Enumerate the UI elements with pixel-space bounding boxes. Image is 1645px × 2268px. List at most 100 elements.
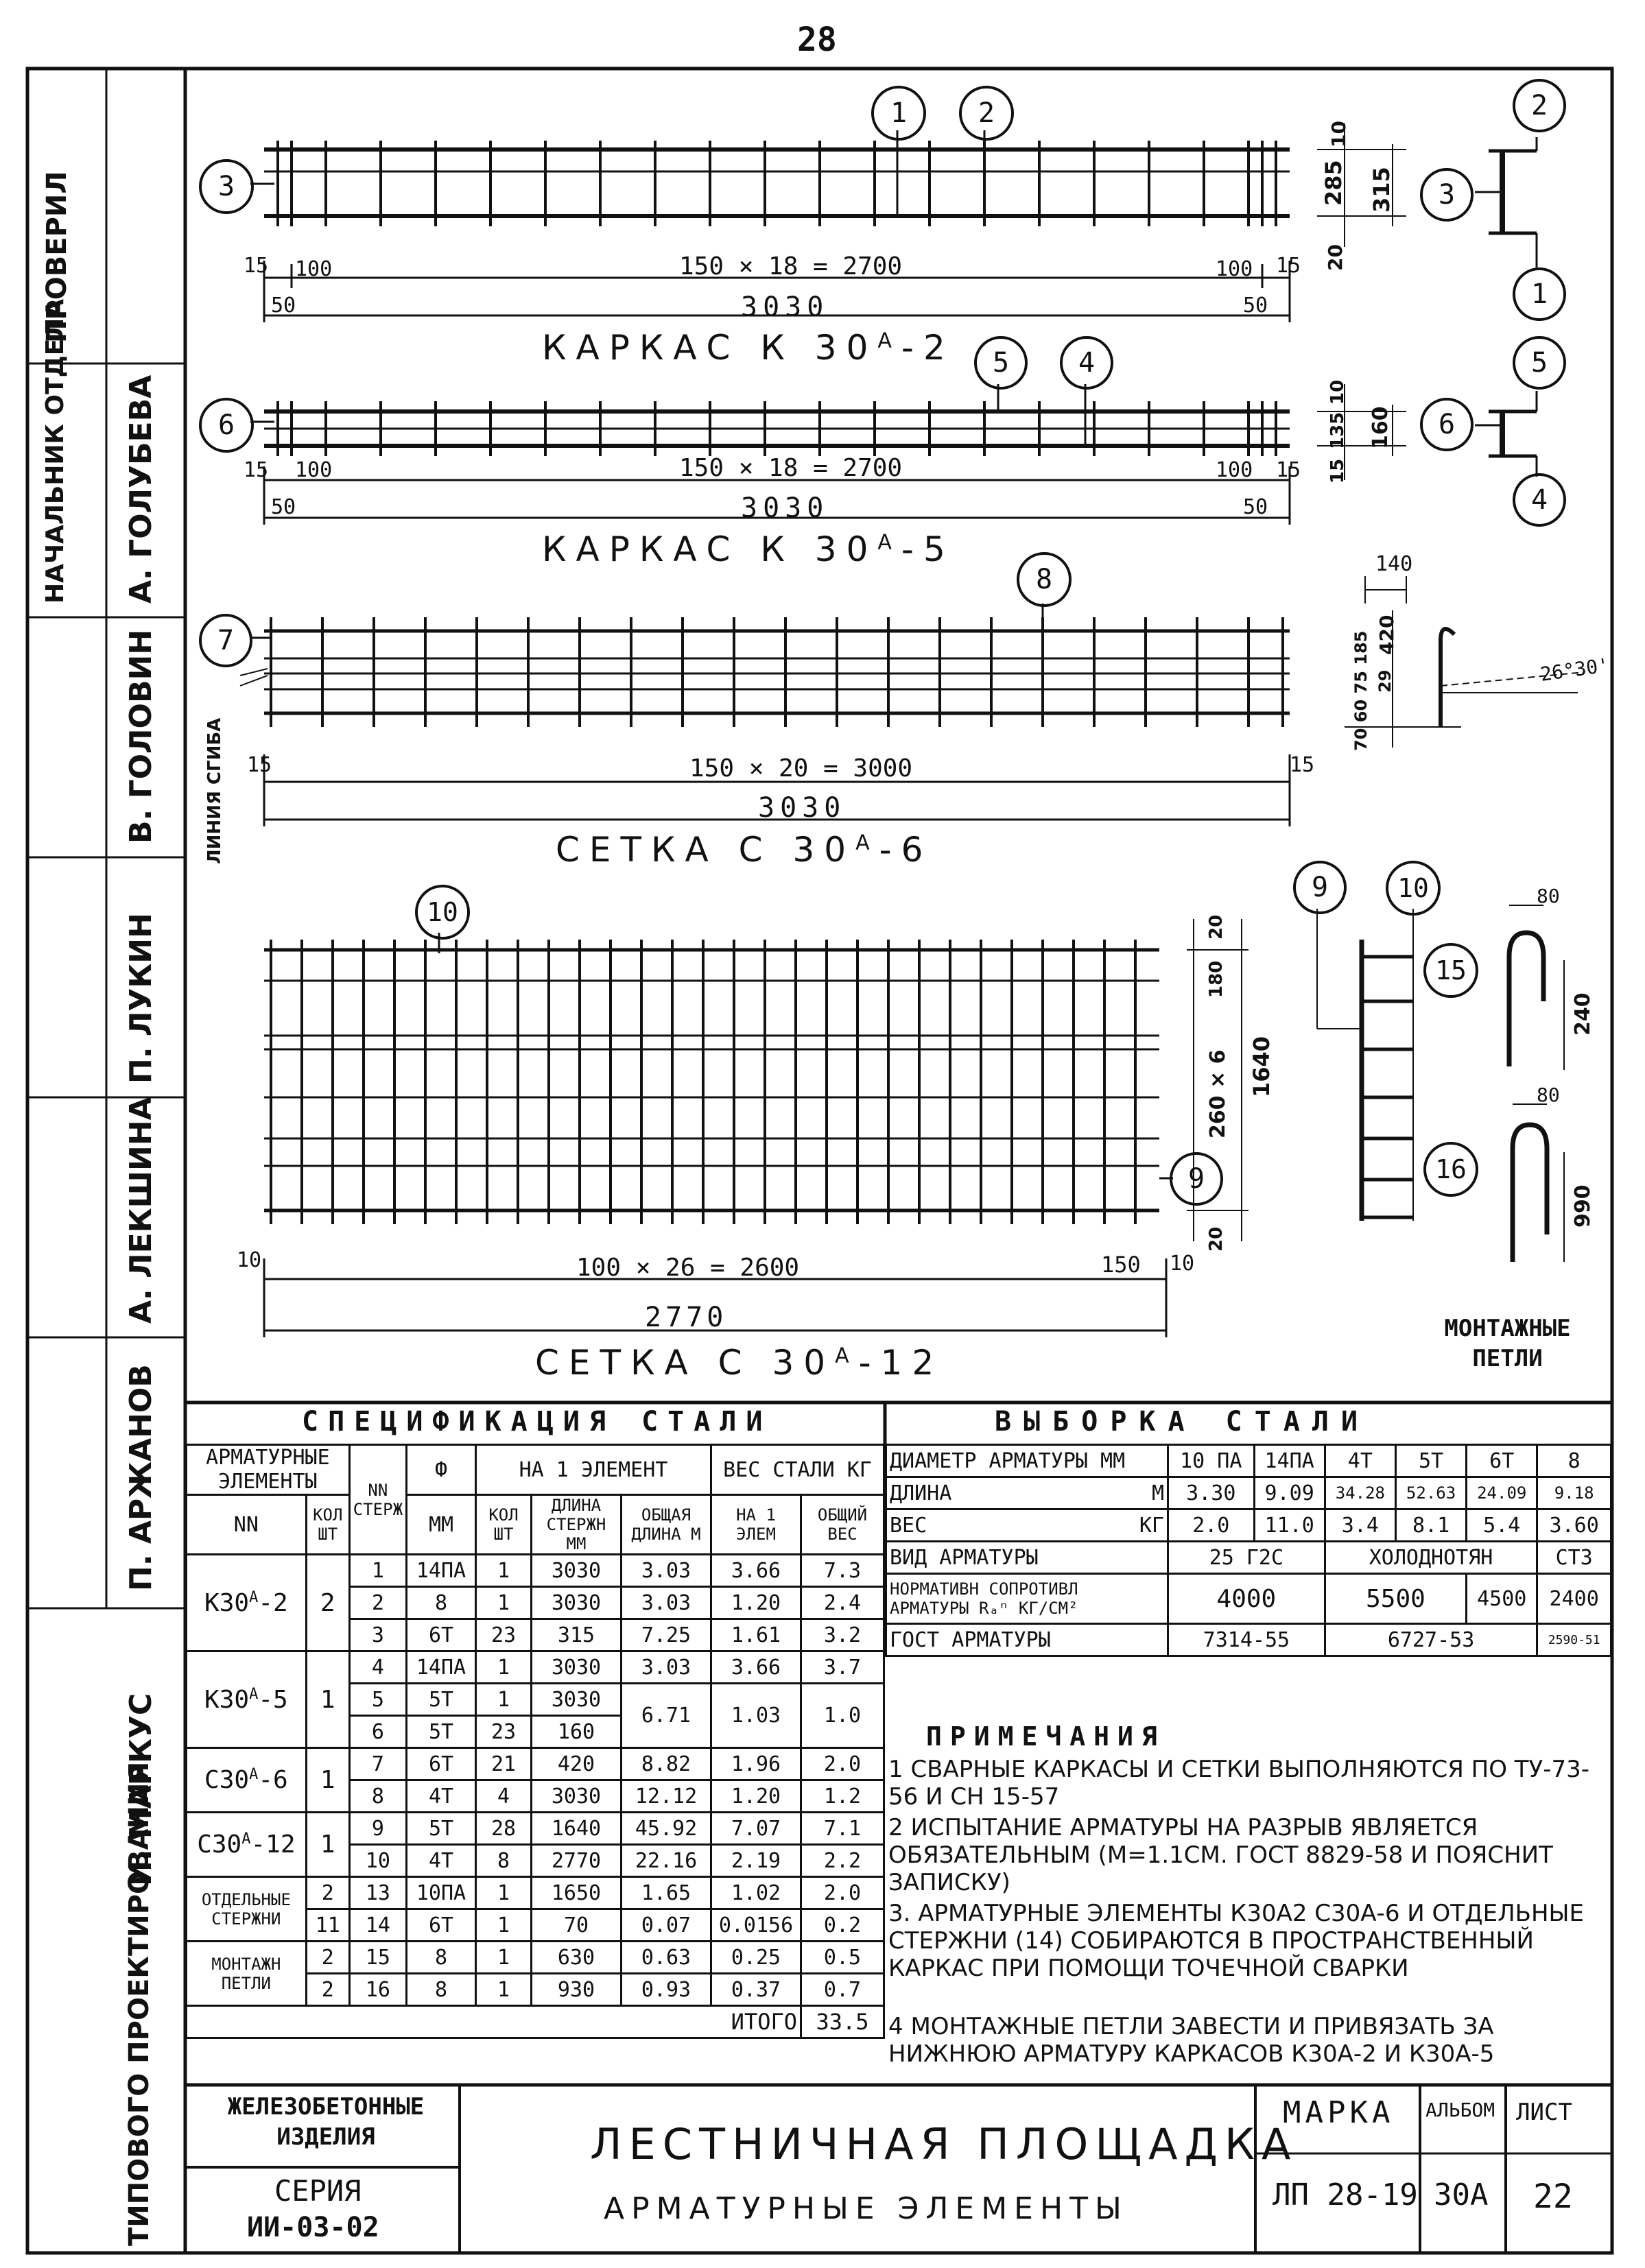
k2-section-bubble-2: 2: [1513, 79, 1566, 132]
spec-row-w-total: 0.5: [800, 1940, 885, 1974]
spec-row-dia: 6Т: [405, 1908, 477, 1942]
spec-group-k2-name: К30: [204, 1588, 250, 1617]
sel-dia: 6Т: [1465, 1444, 1539, 1478]
stamp-name-lekshina: А. ЛЕКШИНА: [123, 1097, 158, 1324]
spec-group-k2-suffix: -2: [258, 1588, 288, 1617]
spec-row-w-total: 2.4: [800, 1586, 885, 1620]
c6-dim-sub: 29: [1375, 669, 1395, 693]
k5-section-bubble-6: 6: [1420, 398, 1474, 451]
spec-h-total-length: ОБЩАЯ ДЛИНА М: [620, 1494, 712, 1555]
loop16-dim-len: 990: [1571, 1184, 1595, 1228]
spec-group-k5-qty: 1: [305, 1650, 351, 1749]
sel-weight-unit: КГ: [1139, 1513, 1164, 1538]
k5-title-suffix: -5: [901, 529, 955, 569]
sel-length-text: ДЛИНА: [890, 1481, 952, 1505]
spec-row-w-one: 0.37: [710, 1972, 802, 2007]
spec-row-w-total: 3.2: [800, 1618, 885, 1652]
spec-row-total: 3.03: [620, 1650, 712, 1684]
spec-row-dia: 5Т: [405, 1682, 477, 1717]
spec-row-total: 6.71: [620, 1682, 712, 1749]
page-number: 28: [797, 21, 837, 59]
spec-row-len: 1650: [530, 1876, 622, 1910]
sel-dia: 5Т: [1394, 1444, 1468, 1478]
sel-resist: 2400: [1536, 1573, 1612, 1625]
sel-dia: 10 ПА: [1167, 1444, 1255, 1478]
spec-row-rod: 3: [348, 1618, 408, 1652]
spec-row-total: 7.25: [620, 1618, 712, 1652]
spec-h-elements: АРМАТУРНЫЕ ЭЛЕМЕНТЫ: [185, 1444, 351, 1496]
spec-row-w-one: 1.20: [710, 1586, 802, 1620]
spec-table: АРМАТУРНЫЕ ЭЛЕМЕНТЫ NN СТЕРЖ Ф НА 1 ЭЛЕМ…: [185, 1444, 885, 2039]
cage-k30a-2-drawing: [250, 123, 1538, 322]
spec-row-dia: 14ПА: [405, 1650, 477, 1684]
spec-h-per-element: НА 1 ЭЛЕМЕНТ: [475, 1444, 712, 1496]
spec-row-total: 45.92: [620, 1811, 712, 1846]
k5-section-bubble-5: 5: [1513, 336, 1566, 390]
spec-table-title: СПЕЦИФИКАЦИЯ СТАЛИ: [302, 1406, 772, 1437]
spec-row-count: 1: [475, 1650, 532, 1684]
spec-row-count: 4: [475, 1779, 532, 1813]
k5-dim-end-left: 50: [271, 495, 296, 519]
k5-dim-h2: 135: [1327, 411, 1348, 449]
sel-kind: ХОЛОДНОТЯН: [1323, 1540, 1539, 1575]
spec-row-w-one: 1.02: [710, 1876, 802, 1910]
spec-total-value: 33.5: [800, 2005, 885, 2039]
spec-row-len: 70: [530, 1908, 622, 1942]
k2-title-suffix: -2: [901, 328, 955, 368]
sel-gost: 2590-51: [1536, 1623, 1612, 1657]
k2-section-bubble-3: 3: [1420, 168, 1474, 222]
k2-dim-space-left: 100: [295, 257, 333, 281]
sel-weight-label: ВЕС КГ: [885, 1508, 1169, 1542]
c12-title-suffix: -12: [858, 1343, 944, 1383]
spec-row-w-one: 3.66: [710, 1650, 802, 1684]
k2-dim-end-left: 50: [271, 294, 296, 318]
spec-row-dia: 4Т: [405, 1843, 477, 1878]
spec-row-w-total: 3.7: [800, 1650, 885, 1684]
k5-dim-h1: 10: [1327, 379, 1348, 405]
spec-group-k5-sup: А: [249, 1685, 259, 1703]
sel-resist: 4500: [1465, 1573, 1539, 1625]
spec-row-w-one: 1.03: [710, 1682, 802, 1749]
spec-row-count: 8: [475, 1843, 532, 1878]
spec-row-w-total: 2.2: [800, 1843, 885, 1878]
k2-section-bubble-1: 1: [1513, 267, 1566, 321]
loop15-dim-top: 80: [1537, 885, 1560, 907]
spec-group-k5-suffix: -5: [258, 1685, 288, 1714]
mesh-c30a-6-drawing: [239, 576, 1585, 826]
spec-row-total: 1.65: [620, 1876, 712, 1910]
k5-bubble-5: 5: [974, 336, 1028, 390]
sel-weight: 8.1: [1394, 1508, 1468, 1542]
spec-h-weight: ВЕС СТАЛИ КГ: [710, 1444, 885, 1496]
stamp-role-head: НАЧАЛЬНИК ОТДЕЛА: [41, 298, 69, 604]
stamp-name-lukin: П. ЛУКИН: [123, 913, 158, 1084]
spec-row-w-one: 1.20: [710, 1779, 802, 1813]
c6-title: СЕТКА С 30А-6: [556, 830, 932, 870]
spec-row-w-total: 7.1: [800, 1811, 885, 1846]
spec-row-count: 1: [475, 1876, 532, 1910]
c6-title-text: СЕТКА С 30: [556, 830, 856, 870]
k5-dim-edge-left: 15: [244, 458, 269, 482]
spec-row-w-one: 0.25: [710, 1940, 802, 1974]
k2-bubble-3: 3: [199, 159, 254, 214]
spec-row-len: 3030: [530, 1553, 622, 1588]
k2-dim-end-right: 50: [1243, 294, 1268, 318]
k5-dim-total: 3030: [741, 492, 829, 524]
spec-h-weight-one: НА 1 ЭЛЕМ: [710, 1494, 802, 1555]
spec-row-rod: 2: [348, 1586, 408, 1620]
spec-row-rod: 4: [348, 1650, 408, 1684]
spec-row-len: 2770: [530, 1843, 622, 1878]
spec-row-total: 3.03: [620, 1586, 712, 1620]
spec-group-c6: С30А-6: [185, 1747, 307, 1813]
tb-sheet: 22: [1533, 2177, 1573, 2216]
spec-group-loops-qty: 2: [305, 1940, 351, 1974]
spec-row-w-total: 0.7: [800, 1972, 885, 2007]
c12-section-bubble-9: 9: [1293, 861, 1347, 914]
c12-title-sup: А: [835, 1344, 859, 1368]
k5-title-sup: А: [877, 530, 901, 555]
sel-gost-label: ГОСТ АРМАТУРЫ: [885, 1623, 1169, 1657]
k2-dim-htotal: 315: [1369, 167, 1395, 213]
k5-dim-h3: 15: [1327, 458, 1348, 484]
spec-group-c6-sup: А: [249, 1766, 259, 1783]
c6-title-suffix: -6: [879, 830, 933, 870]
